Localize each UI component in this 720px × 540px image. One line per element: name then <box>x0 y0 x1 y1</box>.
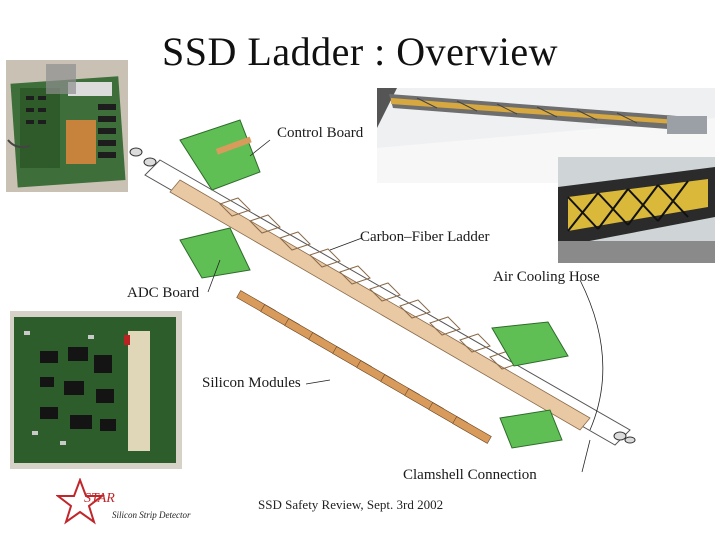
slide-title: SSD Ladder : Overview <box>162 29 558 74</box>
exploded-ladder-diagram <box>120 100 640 500</box>
label-silicon-modules: Silicon Modules <box>202 375 301 391</box>
control-board-photo <box>6 60 128 192</box>
logo-subtitle: Silicon Strip Detector <box>112 510 191 520</box>
footer-text: SSD Safety Review, Sept. 3rd 2002 <box>258 497 444 512</box>
adc-board-photo <box>10 311 182 469</box>
label-air-cooling-hose: Air Cooling Hose <box>493 269 600 285</box>
label-control-board: Control Board <box>277 125 364 141</box>
logo-mark: STAR <box>84 491 115 506</box>
label-carbon-fiber-ladder: Carbon–Fiber Ladder <box>360 229 490 245</box>
ladder-photo-closeup <box>558 157 715 263</box>
label-clamshell-connection: Clamshell Connection <box>403 467 537 483</box>
star-logo: STAR <box>55 477 216 526</box>
label-adc-board: ADC Board <box>127 285 200 301</box>
